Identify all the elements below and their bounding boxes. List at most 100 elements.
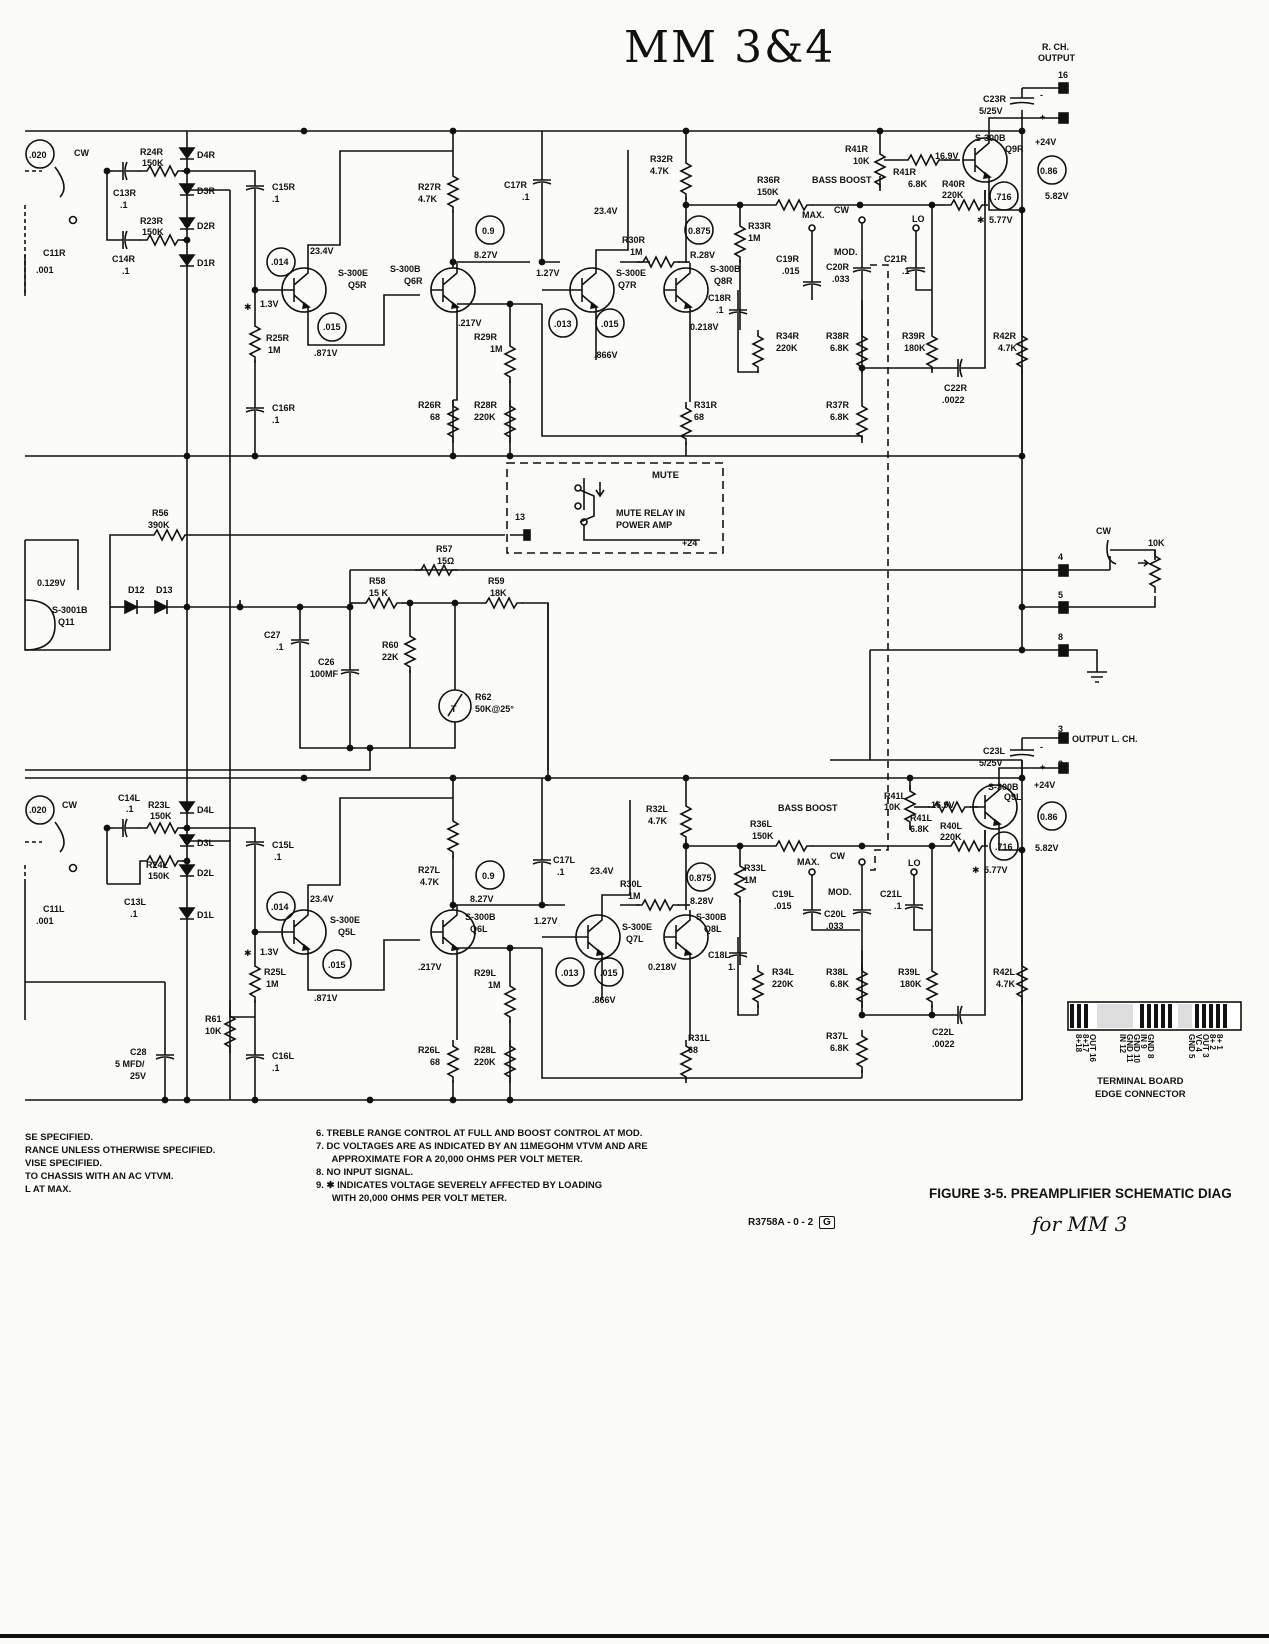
m09-r: 0.9 <box>482 226 495 236</box>
c16r-label: C16R <box>272 403 296 413</box>
q5r-type: S-300E <box>338 268 368 278</box>
in-m020-l: .020 <box>29 805 47 815</box>
cw-in-l: CW <box>62 800 77 810</box>
r36l-value: 150K <box>752 831 774 841</box>
star-r: ✱ <box>977 215 985 225</box>
q5r-transistor <box>281 262 327 318</box>
terminal-pin-label: GND 5 <box>1187 1034 1196 1059</box>
r24r-value: 150K <box>142 158 164 168</box>
r25l-label: R25L <box>264 967 287 977</box>
note-right-6: 6. TREBLE RANGE CONTROL AT FULL AND BOOS… <box>316 1128 643 1139</box>
q11-label: Q11 <box>58 617 75 627</box>
c19r-value: .015 <box>782 266 800 276</box>
right-channel <box>24 82 1069 742</box>
terminal-pin-label: GND 10 <box>1132 1034 1141 1063</box>
c22l-value: .0022 <box>932 1039 955 1049</box>
r40r-label: R40R <box>942 179 966 189</box>
c15l-label: C15L <box>272 840 295 850</box>
q5r-label: Q5R <box>348 280 367 290</box>
c16l-label: C16L <box>272 1051 295 1061</box>
output-lch-label: OUTPUT L. CH. <box>1072 734 1138 744</box>
r23r-value: 150K <box>142 227 164 237</box>
mute-relay-label-1: MUTE RELAY IN <box>616 508 685 518</box>
note-left-2: RANCE UNLESS OTHERWISE SPECIFIED. <box>25 1145 216 1156</box>
v828-l: 8.28V <box>690 896 714 906</box>
r37r-value: 6.8K <box>830 412 850 422</box>
v866-l: .866V <box>592 995 616 1005</box>
r38l-label: R38L <box>826 967 849 977</box>
v13-r: 1.3V <box>260 299 279 309</box>
r56-label: R56 <box>152 508 169 518</box>
v866-r: .866V <box>594 350 618 360</box>
r-input-meter-circle <box>25 139 55 169</box>
m015-l5: .015 <box>328 960 346 970</box>
m086-l: 0.86 <box>1040 812 1058 822</box>
m0875-l: 0.875 <box>689 873 712 883</box>
c28-value-2: 25V <box>130 1071 146 1081</box>
v218-l: 0.218V <box>648 962 677 972</box>
notes-right: 6. TREBLE RANGE CONTROL AT FULL AND BOOS… <box>316 1127 648 1205</box>
m015-r5: .015 <box>323 322 341 332</box>
r40l-value: 220K <box>940 832 962 842</box>
v827-r: 8.27V <box>474 250 498 260</box>
r28l-label: R28L <box>474 1045 497 1055</box>
q7l-label: Q7L <box>626 934 644 944</box>
terminal-board-caption: TERMINAL BOARD EDGE CONNECTOR <box>1095 1075 1186 1101</box>
q8l-label: Q8L <box>704 924 722 934</box>
q9r-label: Q9R <box>1005 144 1024 154</box>
r58-label: R58 <box>369 576 386 586</box>
r32l-value: 4.7K <box>648 816 668 826</box>
c14r-label: C14R <box>112 254 136 264</box>
pin17-label: 17 <box>1058 112 1068 122</box>
d3l-label: D3L <box>197 838 215 848</box>
d2r-label: D2R <box>197 221 216 231</box>
cw-bass-r: CW <box>834 205 849 215</box>
rch-output-label: R. CH. <box>1042 42 1069 52</box>
v582-r: 5.82V <box>1045 191 1069 201</box>
c15r-label: C15R <box>272 182 296 192</box>
drawing-number: R3758A - 0 - 2 G <box>748 1216 835 1229</box>
r27l-label: R27L <box>418 865 441 875</box>
bass-boost-r: BASS BOOST <box>812 175 872 185</box>
r24l-value: 150K <box>148 871 170 881</box>
c17r-value: .1 <box>522 192 530 202</box>
pin16-label: 16 <box>1058 70 1068 80</box>
r27r-value: 4.7K <box>418 194 438 204</box>
r41l-pot-value: 10K <box>884 802 901 812</box>
r33l-value: 1M <box>744 875 757 885</box>
r38r-label: R38R <box>826 331 850 341</box>
m086-r: 0.86 <box>1040 166 1058 176</box>
r27l-value: 4.7K <box>420 877 440 887</box>
c11r-value: .001 <box>36 265 54 275</box>
r42r-value: 4.7K <box>998 343 1018 353</box>
c11r-label: C11R <box>43 248 66 258</box>
q7r-type: S-300E <box>616 268 646 278</box>
q8l-type: S-300B <box>696 912 727 922</box>
pin3-label: 3 <box>1058 724 1063 734</box>
r31r-value: 68 <box>694 412 704 422</box>
r34r-value: 220K <box>776 343 798 353</box>
pin8-label: 8 <box>1058 632 1063 642</box>
v577-r: 5.77V <box>989 215 1013 225</box>
terminal-pin-label: 8+ 2 <box>1208 1034 1217 1050</box>
minus2-label: - <box>1040 742 1043 752</box>
c20r-value: .033 <box>832 274 850 284</box>
r29l-value: 1M <box>488 980 501 990</box>
r33r-value: 1M <box>748 233 761 243</box>
plus2-label: + <box>1040 762 1045 772</box>
m014-l: .014 <box>271 902 289 912</box>
drawing-number-text: R3758A - 0 - 2 <box>748 1217 814 1228</box>
note-left-5: L AT MAX. <box>25 1184 72 1195</box>
r62-value: 50K@25° <box>475 704 514 714</box>
handwritten-title: MM 3&4 <box>624 22 836 73</box>
v127-l: 1.27V <box>534 916 558 926</box>
r36r-value: 150K <box>757 187 779 197</box>
note-right-9b: WITH 20,000 OHMS PER VOLT METER. <box>316 1193 507 1204</box>
terminal-pin-label: OUT 16 <box>1088 1034 1097 1063</box>
r40l-label: R40L <box>940 821 963 831</box>
d12-label: D12 <box>128 585 145 595</box>
q9l-label: Q9L <box>1004 792 1022 802</box>
r30l-label: R30L <box>620 879 643 889</box>
c21r-label: C21R <box>884 254 908 264</box>
